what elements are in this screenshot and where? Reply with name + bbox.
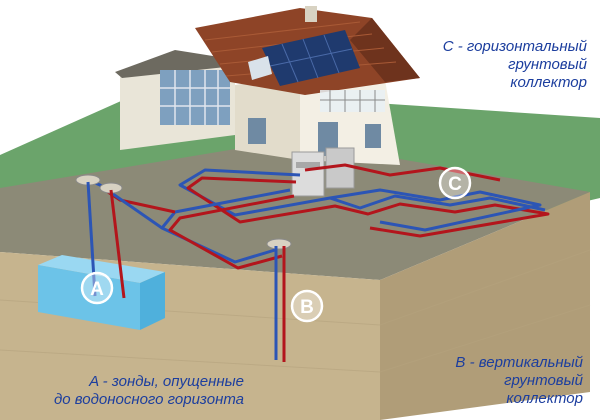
caption-a-line-1: A - зонды, опущенные	[89, 373, 244, 390]
marker-b-label: B	[300, 297, 314, 318]
probe-b	[266, 238, 292, 362]
glass-facade	[160, 70, 230, 125]
caption-b-line-3: коллектор	[506, 390, 583, 407]
caption-c-line-3: коллектор	[510, 74, 587, 91]
caption-b-line-1: B - вертикальный	[455, 354, 583, 371]
soil-right-face	[380, 192, 590, 420]
horizontal-collector-pipes	[178, 163, 550, 238]
caption-b-line-2: грунтовый	[504, 372, 583, 389]
probes-a	[75, 174, 126, 299]
marker-c-label: C	[448, 174, 462, 195]
marker-b: B	[290, 289, 324, 323]
marker-c: C	[438, 166, 472, 200]
caption-vertical-collector: B - вертикальный грунтовый коллектор	[398, 354, 583, 408]
caption-c-line-2: грунтовый	[508, 56, 587, 73]
caption-a-line-2: до водоносного горизонта	[53, 391, 244, 408]
caption-probes-aquifer: A - зонды, опущенные до водоносного гори…	[4, 373, 244, 409]
caption-horizontal-collector: C - горизонтальный грунтовый коллектор	[392, 38, 587, 92]
water-aquifer	[38, 255, 165, 330]
caption-c-line-1: C - горизонтальный	[442, 38, 587, 55]
marker-a: A	[80, 271, 114, 305]
marker-a-label: A	[90, 279, 104, 300]
house	[115, 6, 420, 197]
chimney	[305, 6, 317, 22]
